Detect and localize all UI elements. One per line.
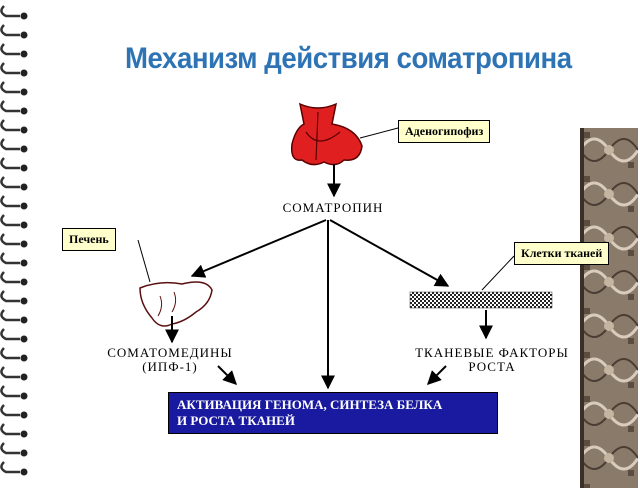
spiral-ring [0, 24, 20, 37]
spiral-hole [20, 88, 28, 96]
spiral-hole [20, 449, 28, 457]
callout-line-liver [137, 239, 151, 283]
callout-line-adenohypophysis [359, 127, 399, 139]
spiral-hole [20, 316, 28, 324]
callout-liver: Печень [62, 228, 116, 251]
spiral-hole [20, 145, 28, 153]
result-box: АКТИВАЦИЯ ГЕНОМА, СИНТЕЗА БЕЛКА И РОСТА … [168, 392, 498, 434]
ornamental-border [580, 128, 638, 488]
spiral-ring [0, 385, 20, 398]
spiral-ring [0, 138, 20, 151]
spiral-ring [0, 404, 20, 417]
spiral-hole [20, 392, 28, 400]
arrow-somatomedins-to-result [217, 365, 237, 385]
spiral-hole [20, 221, 28, 229]
spiral-ring [0, 366, 20, 379]
spiral-ring [0, 442, 20, 455]
spiral-ring [0, 461, 20, 474]
callout-tissue-cells: Клетки тканей [514, 242, 610, 265]
callout-line-tissue-cells [481, 255, 515, 291]
spiral-ring [0, 309, 20, 322]
spiral-ring [0, 252, 20, 265]
label-somatomedins-line1: СОМАТОМЕДИНЫ [107, 345, 233, 360]
spiral-hole [20, 411, 28, 419]
tissue-cells-icon [409, 291, 553, 309]
spiral-hole [20, 183, 28, 191]
label-somatomedins: СОМАТОМЕДИНЫ (ИПФ-1) [80, 346, 260, 374]
spiral-hole [20, 373, 28, 381]
spiral-ring [0, 5, 20, 18]
label-somatomedins-line2: (ИПФ-1) [142, 359, 198, 374]
spiral-hole [20, 202, 28, 210]
label-tissue-growth-factors: ТКАНЕВЫЕ ФАКТОРЫ РОСТА [392, 346, 592, 374]
arrow-somatotropin-to-tissue [329, 219, 450, 287]
label-somatotropin: СОМАТРОПИН [282, 200, 384, 215]
notebook-spiral-binding [0, 0, 34, 480]
label-tissue-growth-factors-line2: РОСТА [468, 359, 516, 374]
spiral-ring [0, 62, 20, 75]
spiral-hole [20, 278, 28, 286]
spiral-hole [20, 12, 28, 20]
spiral-hole [20, 126, 28, 134]
spiral-ring [0, 290, 20, 303]
spiral-hole [20, 259, 28, 267]
pituitary-gland-icon [290, 102, 363, 166]
spiral-hole [20, 354, 28, 362]
spiral-ring [0, 214, 20, 227]
spiral-hole [20, 164, 28, 172]
spiral-hole [20, 297, 28, 305]
result-line2: И РОСТА ТКАНЕЙ [177, 413, 295, 428]
spiral-ring [0, 81, 20, 94]
spiral-hole [20, 107, 28, 115]
spiral-hole [20, 240, 28, 248]
spiral-ring [0, 423, 20, 436]
spiral-hole [20, 430, 28, 438]
arrow-growth-factors-to-result [427, 365, 447, 385]
spiral-hole [20, 468, 28, 476]
spiral-ring [0, 233, 20, 246]
spiral-ring [0, 100, 20, 113]
callout-adenohypophysis: Аденогипофиз [398, 120, 491, 143]
spiral-hole [20, 31, 28, 39]
slide-title: Механизм действия соматропина [125, 42, 572, 75]
result-line1: АКТИВАЦИЯ ГЕНОМА, СИНТЕЗА БЕЛКА [177, 397, 443, 412]
spiral-ring [0, 328, 20, 341]
spiral-ring [0, 347, 20, 360]
spiral-hole [20, 50, 28, 58]
liver-icon [139, 281, 213, 327]
spiral-ring [0, 271, 20, 284]
label-tissue-growth-factors-line1: ТКАНЕВЫЕ ФАКТОРЫ [415, 345, 569, 360]
spiral-ring [0, 176, 20, 189]
spiral-ring [0, 43, 20, 56]
spiral-ring [0, 157, 20, 170]
spiral-hole [20, 335, 28, 343]
arrow-somatotropin-to-liver [190, 219, 327, 278]
spiral-ring [0, 195, 20, 208]
spiral-ring [0, 119, 20, 132]
spiral-hole [20, 69, 28, 77]
